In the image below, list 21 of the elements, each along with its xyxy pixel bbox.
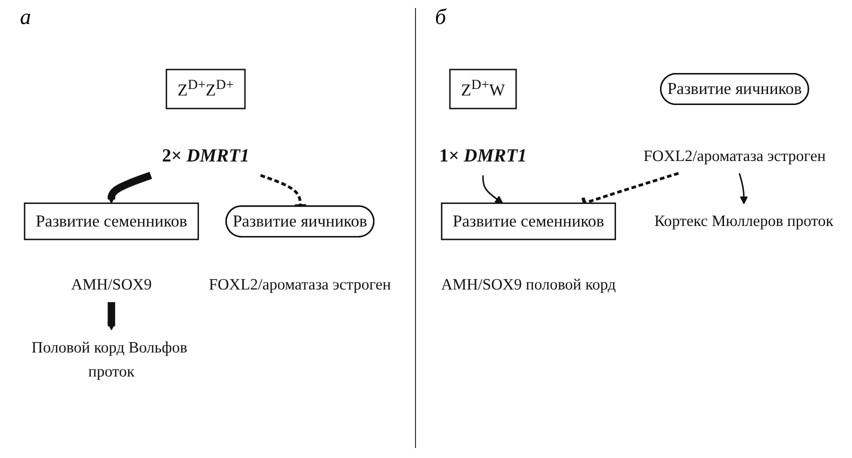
- process-box: Z$^{D+}$W: [449, 68, 517, 110]
- arrow: [738, 173, 748, 204]
- ellipse-node: Развитие яичников: [225, 205, 374, 238]
- process-box: Z$^{D+}$Z$^{D+}$: [166, 68, 246, 110]
- text-label: AMH/SOX9 половой корд: [441, 276, 616, 294]
- panel-letter: б: [435, 4, 446, 30]
- panel-letter: а: [20, 4, 31, 30]
- text-label: FOXL2/ароматаза эстроген: [208, 276, 392, 294]
- text-label: FOXL2/ароматаза эстроген: [644, 146, 826, 164]
- text-label: Половой корд Вольфов проток: [32, 338, 188, 380]
- arrow: [107, 300, 116, 330]
- inhibition-line: [260, 174, 306, 208]
- text-label: Кортекс Мюллеров проток: [654, 212, 834, 230]
- arrow: [107, 172, 152, 204]
- ellipse-node: Развитие яичников: [660, 73, 810, 106]
- gene-label: 2× DMRT1: [162, 146, 250, 166]
- process-box: Развитие семенников: [440, 202, 616, 240]
- arrow: [482, 175, 504, 204]
- gene-label: 1× DMRT1: [439, 146, 527, 166]
- process-box: Развитие семенников: [24, 202, 199, 240]
- text-label: AMH/SOX9: [71, 276, 152, 294]
